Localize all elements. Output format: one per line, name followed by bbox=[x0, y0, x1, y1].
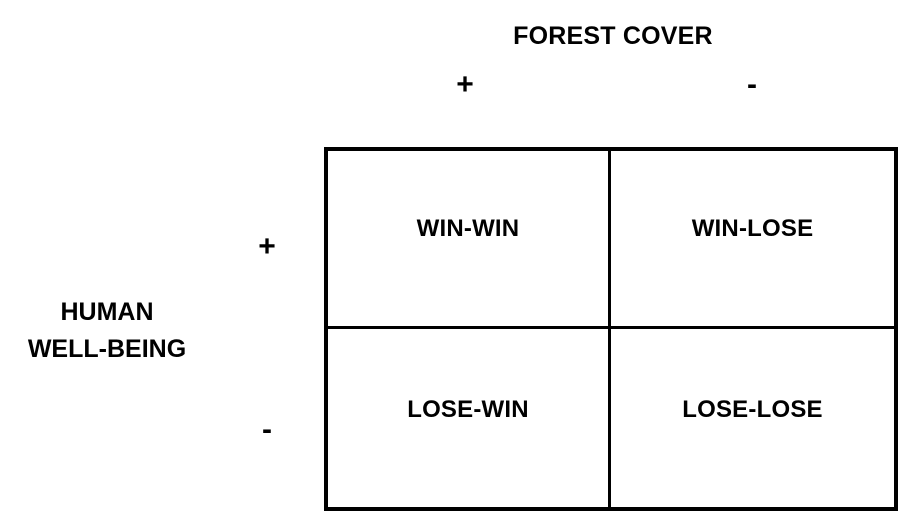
column-marker-negative: - bbox=[747, 68, 757, 101]
row-marker-negative: - bbox=[262, 413, 272, 446]
row-axis-title: HUMAN WELL-BEING bbox=[0, 294, 214, 368]
matrix-cell-win-lose: WIN-LOSE bbox=[611, 151, 894, 329]
matrix-cell-lose-lose: LOSE-LOSE bbox=[611, 329, 894, 507]
matrix-cell-label: LOSE-LOSE bbox=[682, 396, 823, 423]
matrix-grid: WIN-WIN WIN-LOSE LOSE-WIN LOSE-LOSE bbox=[324, 147, 898, 511]
matrix-cell-label: WIN-WIN bbox=[416, 214, 520, 242]
column-marker-positive: + bbox=[456, 68, 474, 101]
column-axis-title: FOREST COVER bbox=[513, 22, 713, 50]
matrix-cell-win-win: WIN-WIN bbox=[328, 151, 611, 329]
row-axis-title-line-1: HUMAN bbox=[60, 298, 154, 326]
matrix-cell-lose-win: LOSE-WIN bbox=[328, 329, 611, 507]
row-axis-title-line-2: WELL-BEING bbox=[27, 335, 187, 363]
matrix-cell-label: LOSE-WIN bbox=[407, 396, 529, 423]
matrix-cell-label: WIN-LOSE bbox=[691, 214, 814, 242]
row-marker-positive: + bbox=[258, 230, 276, 263]
